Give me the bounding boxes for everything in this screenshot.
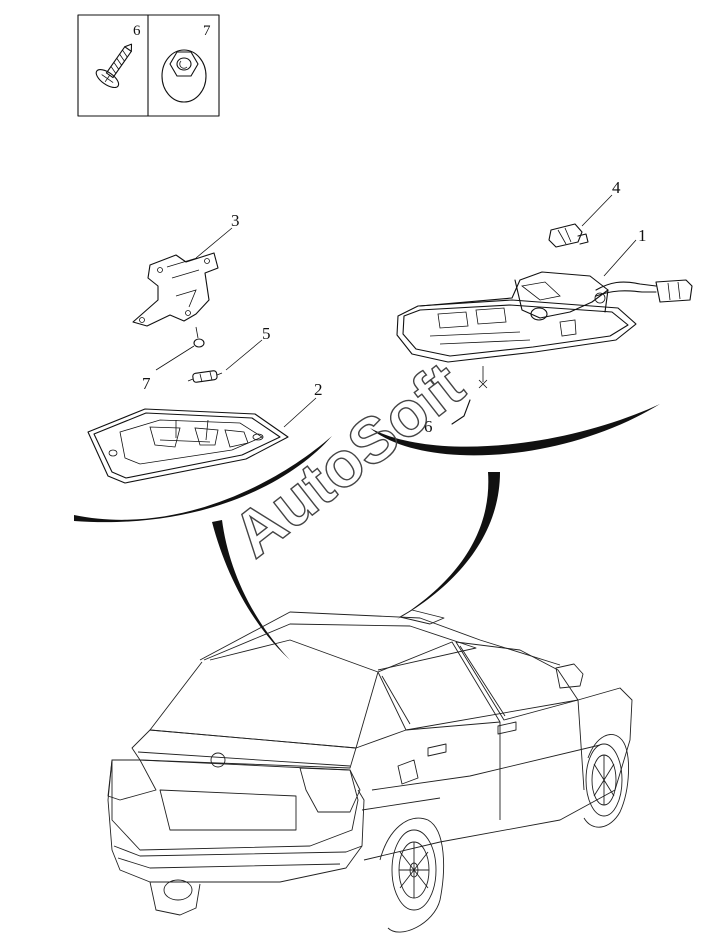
callout-2: 2 (283, 380, 323, 428)
callout-7: 7 (142, 345, 195, 393)
callout-4: 4 (581, 178, 621, 227)
screw-icon (95, 43, 133, 89)
legend-number-7: 7 (203, 23, 211, 39)
svg-text:3: 3 (231, 211, 240, 230)
legend-number-6: 6 (133, 23, 141, 39)
callout-1: 1 (603, 226, 647, 277)
watermark-text: AutoSoft (219, 348, 476, 571)
svg-text:2: 2 (314, 380, 323, 399)
part-3-mounting-bracket (132, 252, 219, 327)
callout-3: 3 (195, 211, 240, 259)
svg-text:5: 5 (262, 324, 271, 343)
part-6-screw-below-lamp (451, 366, 488, 425)
right-pointer-swoosh (370, 404, 660, 620)
part-4-wedge-bulb (548, 223, 589, 248)
part-7-nut (193, 326, 205, 348)
left-pointer-swoosh (74, 436, 332, 660)
callout-5: 5 (225, 324, 271, 371)
svg-text:4: 4 (612, 178, 621, 197)
svg-text:1: 1 (638, 226, 647, 245)
part-5-festoon-bulb (187, 370, 223, 383)
part-1-lamp-assembly (396, 271, 693, 363)
flange-nut-icon (161, 49, 207, 103)
callout-6: 6 (424, 417, 433, 436)
fastener-legend: 6 7 (77, 14, 220, 117)
svg-text:7: 7 (142, 374, 151, 393)
car-illustration (107, 609, 633, 933)
part-2-lamp-housing (87, 408, 289, 484)
svg-text:6: 6 (424, 417, 433, 436)
